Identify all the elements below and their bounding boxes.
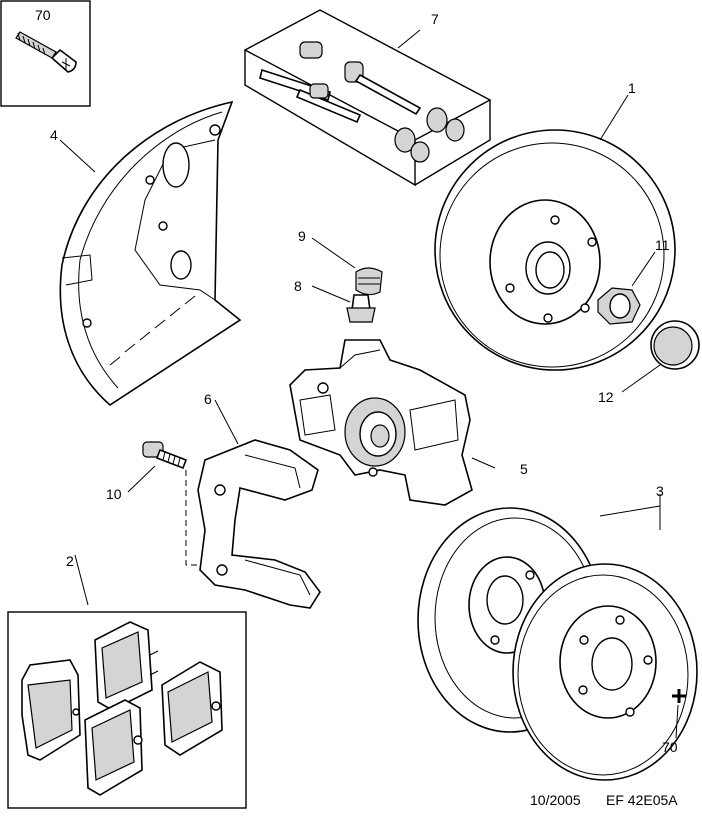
- callout-5: 5: [520, 461, 528, 477]
- brake-caliper: [289, 339, 473, 506]
- callout-9: 9: [298, 228, 306, 244]
- callout-6: 6: [204, 391, 212, 407]
- leader-lines: [59, 29, 679, 739]
- rubber-boot-icon: [394, 107, 465, 163]
- brake-disc-front: [512, 563, 698, 781]
- callout-11: 11: [655, 237, 670, 253]
- callout-1: 1: [628, 80, 636, 96]
- callout-4: 4: [50, 127, 58, 143]
- callout-10: 10: [106, 486, 122, 502]
- callout-12: 12: [598, 389, 614, 405]
- bolt-icon: [259, 68, 362, 124]
- bleed-cap-icon: [355, 267, 383, 296]
- brake-pad-icon: [94, 621, 159, 711]
- footer-date: 10/2005: [530, 792, 581, 808]
- hub-nut-icon: [597, 287, 641, 325]
- callout-3: 3: [656, 483, 664, 499]
- brake-pads-inset: [7, 611, 247, 809]
- brake-pad-icon: [84, 699, 143, 796]
- footer-code: EF 42E05A: [606, 792, 678, 808]
- callout-70-bottom: 70: [662, 739, 678, 755]
- dust-cap-icon: [650, 320, 700, 370]
- caliper-carrier-bracket: [185, 439, 321, 609]
- callout-2: 2: [66, 553, 74, 569]
- brake-pad-icon: [161, 661, 223, 756]
- countersunk-screw-icon: [15, 31, 77, 73]
- screw-inset: [0, 0, 91, 107]
- callout-8: 8: [294, 278, 302, 294]
- guide-pin-icon: [299, 41, 422, 116]
- bleed-screw-icon: [346, 294, 376, 323]
- brake-pad-icon: [21, 659, 81, 761]
- retaining-screw-marker-icon: [672, 689, 686, 703]
- callout-7: 7: [431, 11, 439, 27]
- caliper-bolt-icon: [142, 441, 188, 470]
- callout-70-top: 70: [35, 7, 51, 23]
- backing-plate: [59, 100, 242, 407]
- fitting-kit-box: [243, 9, 492, 187]
- brake-disc-top: [434, 129, 676, 371]
